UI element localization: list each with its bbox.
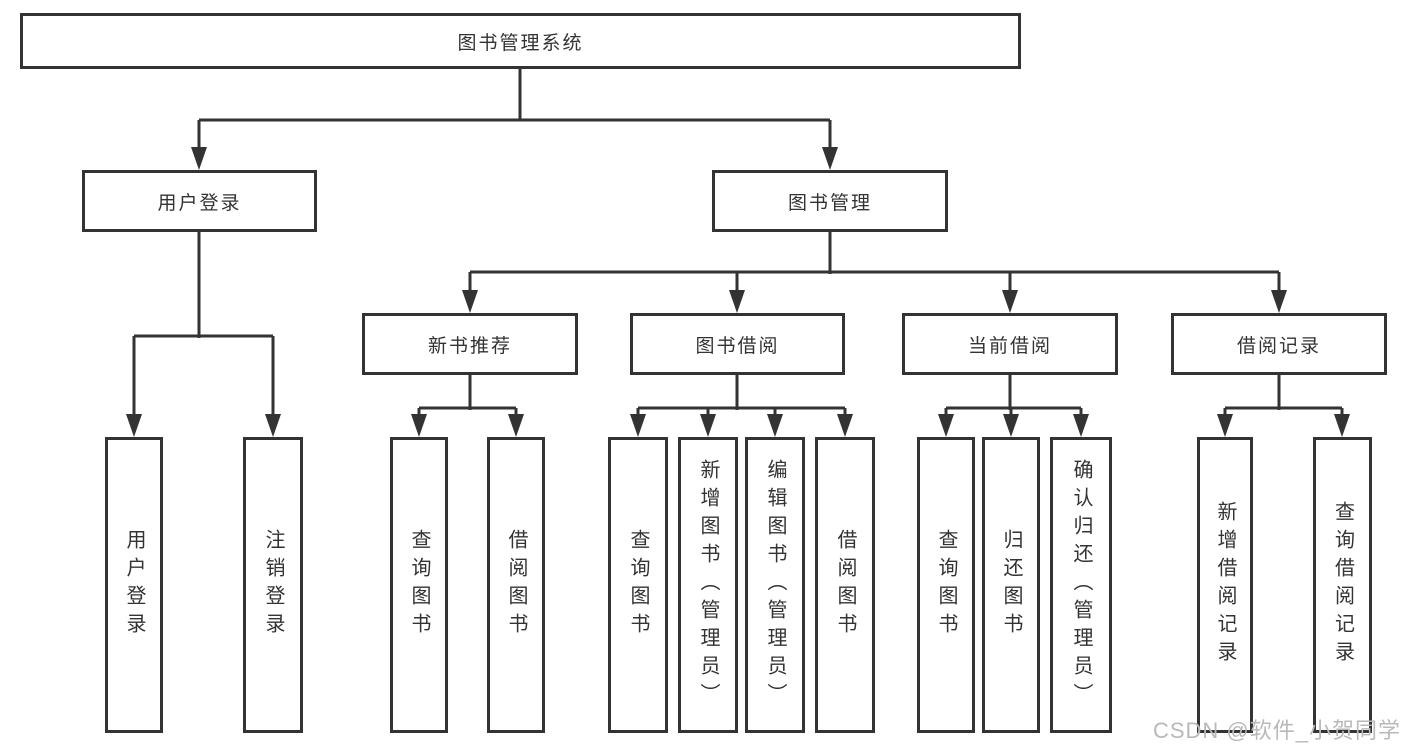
leaf-records-query-record: 查询借阅记录 (1313, 437, 1372, 733)
node-borrowing-records: 借阅记录 (1171, 313, 1387, 375)
csdn-watermark: CSDN @软件_小贺同学 (1152, 718, 1401, 743)
leaf-user-login: 用户登录 (105, 437, 163, 733)
leaf-current-query-books-label: 查询图书 (935, 529, 957, 641)
leaf-borrow-edit-books-admin-label: 编辑图书（管理员） (764, 459, 786, 711)
leaf-current-confirm-return-admin: 确认归还（管理员） (1050, 437, 1112, 733)
node-new-book-recommend: 新书推荐 (362, 313, 578, 375)
leaf-logout: 注销登录 (243, 437, 303, 733)
leaf-borrow-borrow-books: 借阅图书 (815, 437, 875, 733)
leaf-recommend-borrow-books-label: 借阅图书 (505, 529, 527, 641)
leaf-records-query-record-label: 查询借阅记录 (1331, 501, 1354, 669)
leaf-records-add-record-label: 新增借阅记录 (1214, 501, 1236, 669)
leaf-recommend-query-books-label: 查询图书 (408, 529, 430, 641)
leaf-logout-label: 注销登录 (262, 529, 284, 641)
leaf-current-confirm-return-admin-label: 确认归还（管理员） (1070, 459, 1092, 711)
leaf-borrow-add-books-admin-label: 新增图书（管理员） (697, 459, 719, 711)
leaf-current-return-books: 归还图书 (982, 437, 1040, 733)
node-current-borrowing: 当前借阅 (902, 313, 1118, 375)
leaf-current-return-books-label: 归还图书 (1000, 529, 1022, 641)
node-book-management: 图书管理 (712, 170, 948, 232)
leaf-current-query-books: 查询图书 (917, 437, 975, 733)
leaf-recommend-borrow-books: 借阅图书 (487, 437, 545, 733)
node-book-borrowing: 图书借阅 (630, 313, 845, 375)
leaf-borrow-add-books-admin: 新增图书（管理员） (678, 437, 738, 733)
leaf-borrow-query-books-label: 查询图书 (627, 529, 649, 641)
leaf-borrow-query-books: 查询图书 (608, 437, 668, 733)
leaf-recommend-query-books: 查询图书 (390, 437, 448, 733)
leaf-records-add-record: 新增借阅记录 (1197, 437, 1253, 733)
leaf-borrow-edit-books-admin: 编辑图书（管理员） (745, 437, 805, 733)
node-library-management-system: 图书管理系统 (20, 13, 1021, 69)
leaf-user-login-label: 用户登录 (123, 529, 145, 641)
leaf-borrow-borrow-books-label: 借阅图书 (834, 529, 856, 641)
node-user-login: 用户登录 (82, 170, 317, 232)
